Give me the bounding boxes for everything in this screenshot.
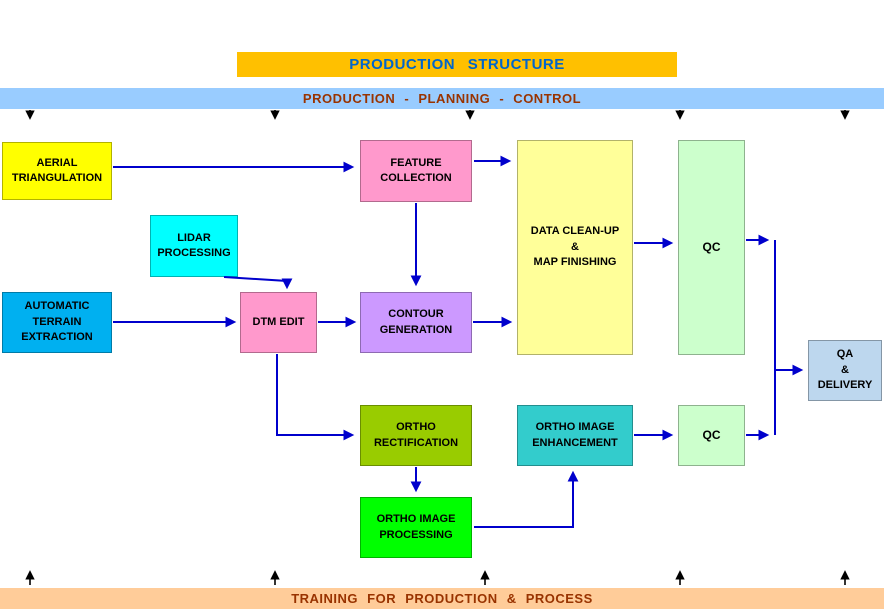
box-ortho-image-processing: ORTHO IMAGE PROCESSING bbox=[360, 497, 472, 558]
training-band: TRAINING FOR PRODUCTION & PROCESS bbox=[0, 588, 884, 609]
box-ortho-image-enhancement: ORTHO IMAGE ENHANCEMENT bbox=[517, 405, 633, 466]
box-lidar-processing: LIDAR PROCESSING bbox=[150, 215, 238, 277]
diagram-title-bar: PRODUCTION STRUCTURE bbox=[237, 52, 677, 77]
box-contour-generation: CONTOUR GENERATION bbox=[360, 292, 472, 353]
arrow-lidar-to-dtm bbox=[223, 276, 293, 290]
box-qa-delivery: QA & DELIVERY bbox=[808, 340, 882, 401]
production-planning-control-band: PRODUCTION - PLANNING - CONTROL bbox=[0, 88, 884, 109]
arrow-processing-to-enhancement bbox=[474, 470, 579, 528]
box-feature-collection: FEATURE COLLECTION bbox=[360, 140, 472, 202]
arrow-dtm-to-ortho-rectification bbox=[276, 354, 355, 441]
box-data-cleanup-map-finishing: DATA CLEAN-UP & MAP FINISHING bbox=[517, 140, 633, 355]
box-ortho-rectification: ORTHO RECTIFICATION bbox=[360, 405, 472, 466]
box-aerial-triangulation: AERIAL TRIANGULATION bbox=[2, 142, 112, 200]
box-qc-bottom: QC bbox=[678, 405, 745, 466]
box-qc-top: QC bbox=[678, 140, 745, 355]
box-automatic-terrain-extraction: AUTOMATIC TERRAIN EXTRACTION bbox=[2, 292, 112, 353]
box-dtm-edit: DTM EDIT bbox=[240, 292, 317, 353]
